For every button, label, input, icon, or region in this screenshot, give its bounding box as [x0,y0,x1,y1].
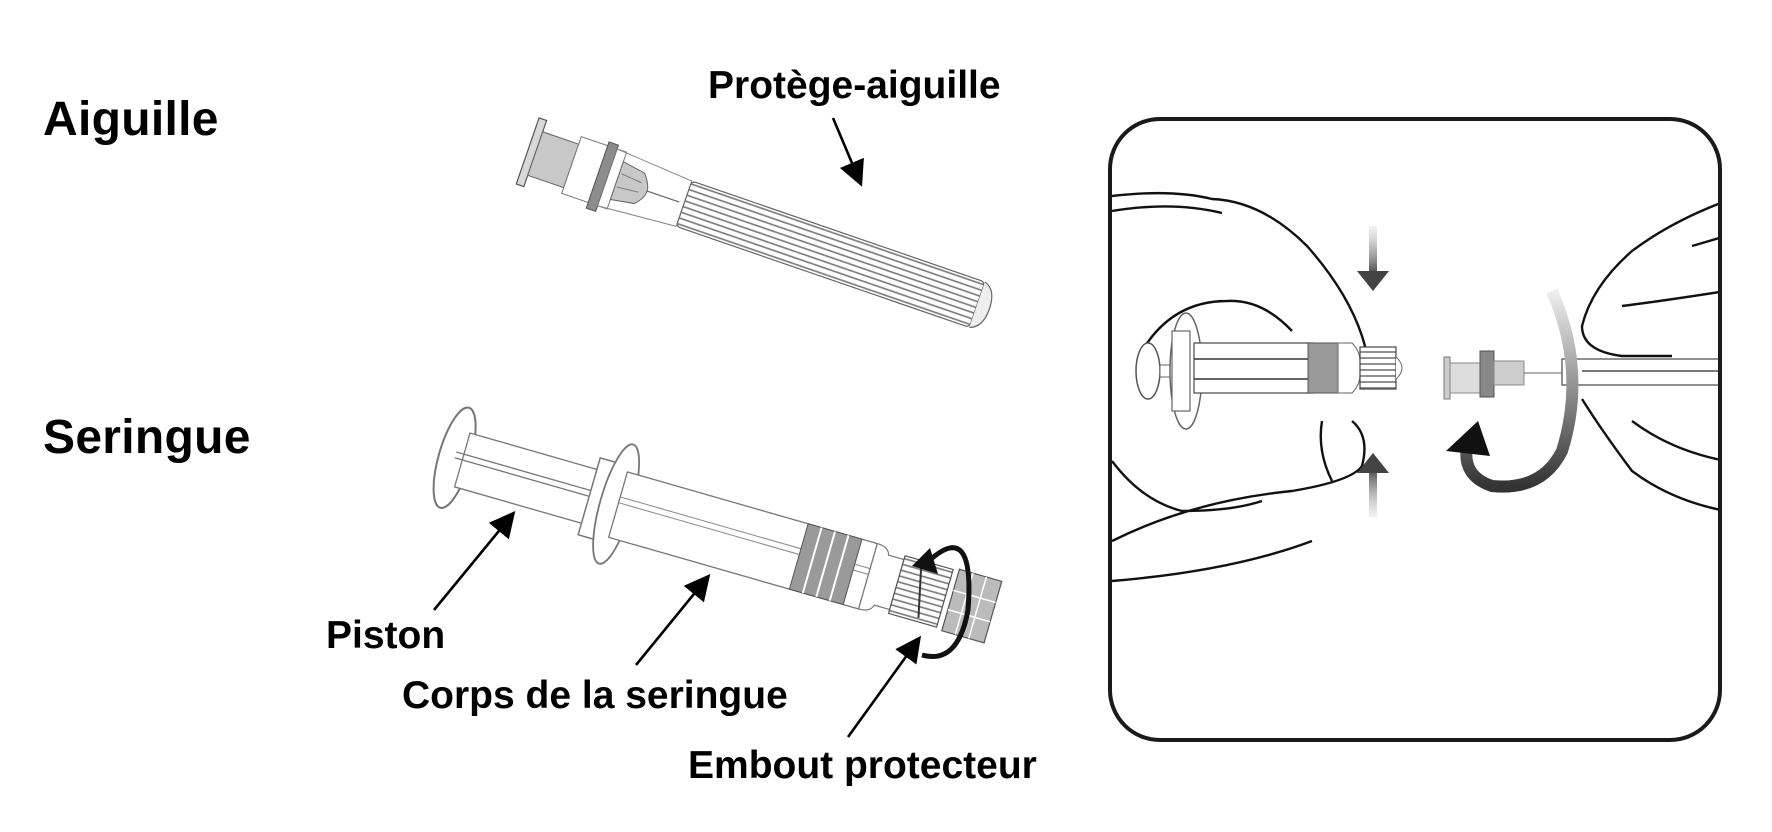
held-needle [1443,350,1718,400]
syringe-illustration [432,406,1003,644]
press-down-arrow-icon [1357,226,1389,291]
needle-guard-label: Protège-aiguille [708,64,1001,107]
syringe-barrel-arrow [634,573,711,666]
plunger-label: Piston [326,614,446,657]
left-hand [1112,191,1369,583]
needle-section-title: Aiguille [43,93,219,146]
syringe-barrel-label: Corps de la seringue [402,674,788,717]
needle-guard-arrow [831,117,864,187]
hands-assembly-illustration [1112,191,1718,583]
twist-arrow-icon [912,545,972,659]
needle-illustration [515,117,993,328]
component-illustrations [432,117,1003,738]
plunger-arrow [432,510,516,611]
press-up-arrow-icon [1357,453,1389,517]
tip-cap-arrow [846,635,922,738]
twist-rotation-arrow-icon [1446,288,1579,493]
held-syringe [1135,312,1403,430]
tip-cap-label: Embout protecteur [688,744,1037,787]
syringe-section-title: Seringue [43,411,251,464]
right-hand [1580,202,1718,511]
instruction-panel [1108,117,1722,742]
